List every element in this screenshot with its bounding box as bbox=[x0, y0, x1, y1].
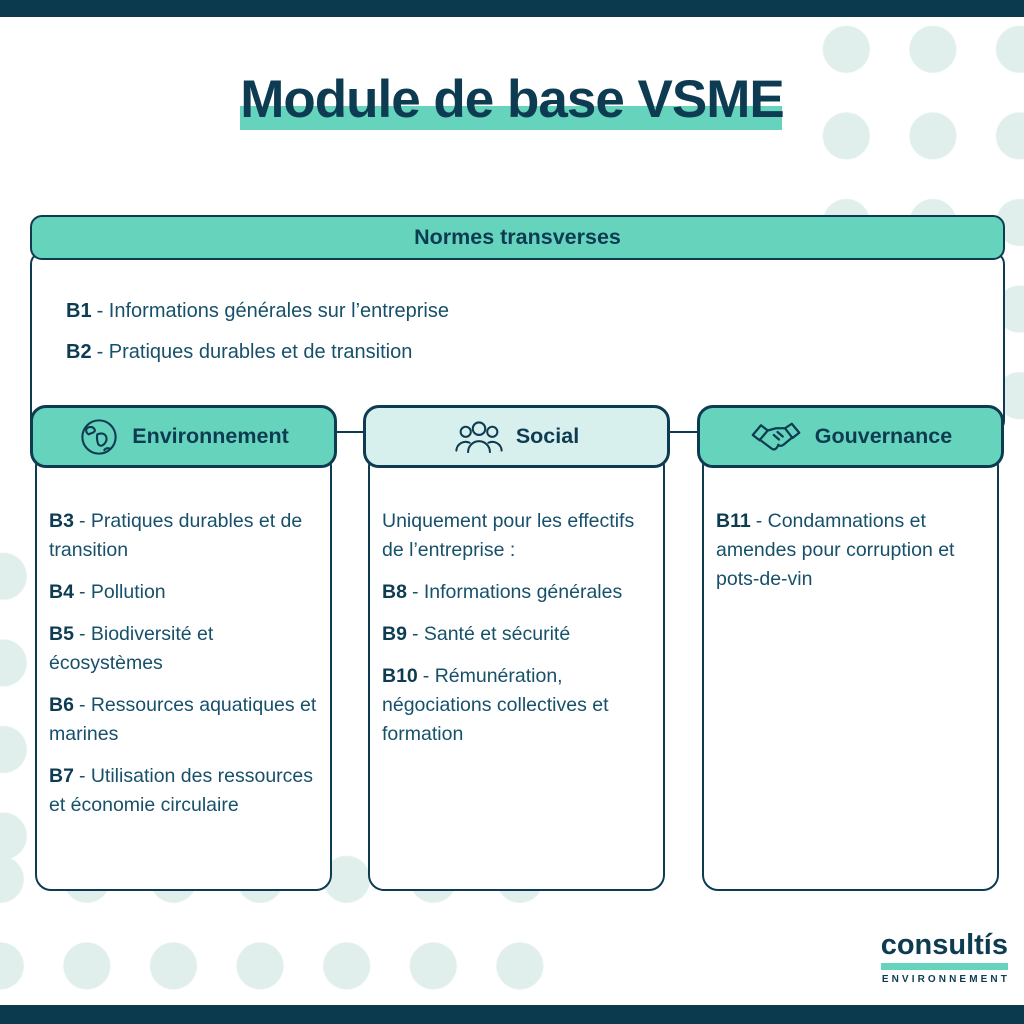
column-body-environnement: B3- Pratiques durables et de transition … bbox=[35, 450, 332, 891]
title-block: Module de base VSME bbox=[0, 68, 1024, 132]
item-code: B7 bbox=[49, 765, 74, 787]
bottom-bar bbox=[0, 1005, 1024, 1024]
logo-underline-bar bbox=[880, 963, 1008, 970]
column-header-environnement: Environnement bbox=[30, 405, 337, 468]
column-item-b3: B3- Pratiques durables et de transition bbox=[49, 507, 318, 565]
column-item-b6: B6- Ressources aquatiques et marines bbox=[49, 691, 318, 749]
logo-tagline: ENVIRONNEMENT bbox=[881, 974, 1010, 985]
social-intro: Uniquement pour les effectifs de l’entre… bbox=[382, 510, 635, 561]
page-title: Module de base VSME bbox=[240, 68, 785, 132]
column-item-b10: B10- Rémunération, négociations collecti… bbox=[382, 662, 651, 749]
transverse-item-b2: B2- Pratiques durables et de transition bbox=[66, 339, 969, 365]
column-card-gouvernance: Gouvernance B11- Condamnations et amende… bbox=[697, 405, 1004, 891]
item-text: - Santé et sécurité bbox=[411, 623, 571, 645]
column-item-b9: B9- Santé et sécurité bbox=[382, 620, 651, 649]
column-item-b5: B5- Biodiversité et écosystèmes bbox=[49, 620, 318, 678]
page-title-text: Module de base VSME bbox=[240, 70, 785, 129]
item-code: B5 bbox=[49, 623, 74, 645]
logo: consultís ENVIRONNEMENT bbox=[880, 929, 1010, 985]
item-code: B3 bbox=[49, 510, 74, 532]
item-code: B9 bbox=[382, 623, 407, 645]
top-bar bbox=[0, 0, 1024, 17]
item-text: - Informations générales bbox=[411, 581, 623, 603]
column-body-gouvernance: B11- Condamnations et amendes pour corru… bbox=[702, 450, 999, 891]
handshake-icon bbox=[749, 420, 803, 453]
item-code: B1 bbox=[66, 300, 92, 322]
column-item-b11: B11- Condamnations et amendes pour corru… bbox=[716, 507, 985, 594]
column-card-environnement: Environnement B3- Pratiques durables et … bbox=[30, 405, 337, 891]
item-code: B10 bbox=[382, 665, 418, 687]
people-icon bbox=[454, 420, 504, 453]
transverse-body: B1- Informations générales sur l’entrepr… bbox=[30, 252, 1005, 433]
item-code: B2 bbox=[66, 341, 92, 363]
transverse-header: Normes transverses bbox=[30, 215, 1005, 260]
column-item-b8: B8- Informations générales bbox=[382, 578, 651, 607]
item-text: - Biodiversité et écosystèmes bbox=[49, 623, 214, 674]
item-text: - Pratiques durables et de transition bbox=[49, 510, 303, 561]
column-header-label: Environnement bbox=[132, 424, 289, 448]
transverse-item-b1: B1- Informations générales sur l’entrepr… bbox=[66, 298, 969, 324]
globe-icon bbox=[78, 416, 120, 458]
transverse-box: Normes transverses B1- Informations géné… bbox=[30, 215, 1005, 433]
item-text: - Pollution bbox=[78, 581, 166, 603]
column-item-b7: B7- Utilisation des ressources et économ… bbox=[49, 762, 318, 820]
item-text: - Ressources aquatiques et marines bbox=[49, 694, 317, 745]
logo-name: consultís bbox=[880, 929, 1008, 961]
item-code: B6 bbox=[49, 694, 74, 716]
column-header-label: Social bbox=[515, 424, 580, 448]
dots-pattern-left-edge bbox=[0, 533, 28, 859]
column-card-social: Social Uniquement pour les effectifs de … bbox=[363, 405, 670, 891]
item-text: - Rémunération, négociations collectives… bbox=[382, 665, 609, 745]
item-text: - Pratiques durables et de transition bbox=[96, 341, 413, 363]
item-code: B8 bbox=[382, 581, 407, 603]
column-body-social: Uniquement pour les effectifs de l’entre… bbox=[368, 450, 665, 891]
item-text: - Condamnations et amendes pour corrupti… bbox=[716, 510, 955, 590]
column-item-b4: B4- Pollution bbox=[49, 578, 318, 607]
column-header-social: Social bbox=[363, 405, 670, 468]
column-header-label: Gouvernance bbox=[814, 424, 953, 448]
item-code: B11 bbox=[716, 510, 751, 532]
item-code: B4 bbox=[49, 581, 74, 603]
item-text: - Informations générales sur l’entrepris… bbox=[96, 300, 449, 322]
item-text: - Utilisation des ressources et économie… bbox=[49, 765, 314, 816]
column-header-gouvernance: Gouvernance bbox=[697, 405, 1004, 468]
